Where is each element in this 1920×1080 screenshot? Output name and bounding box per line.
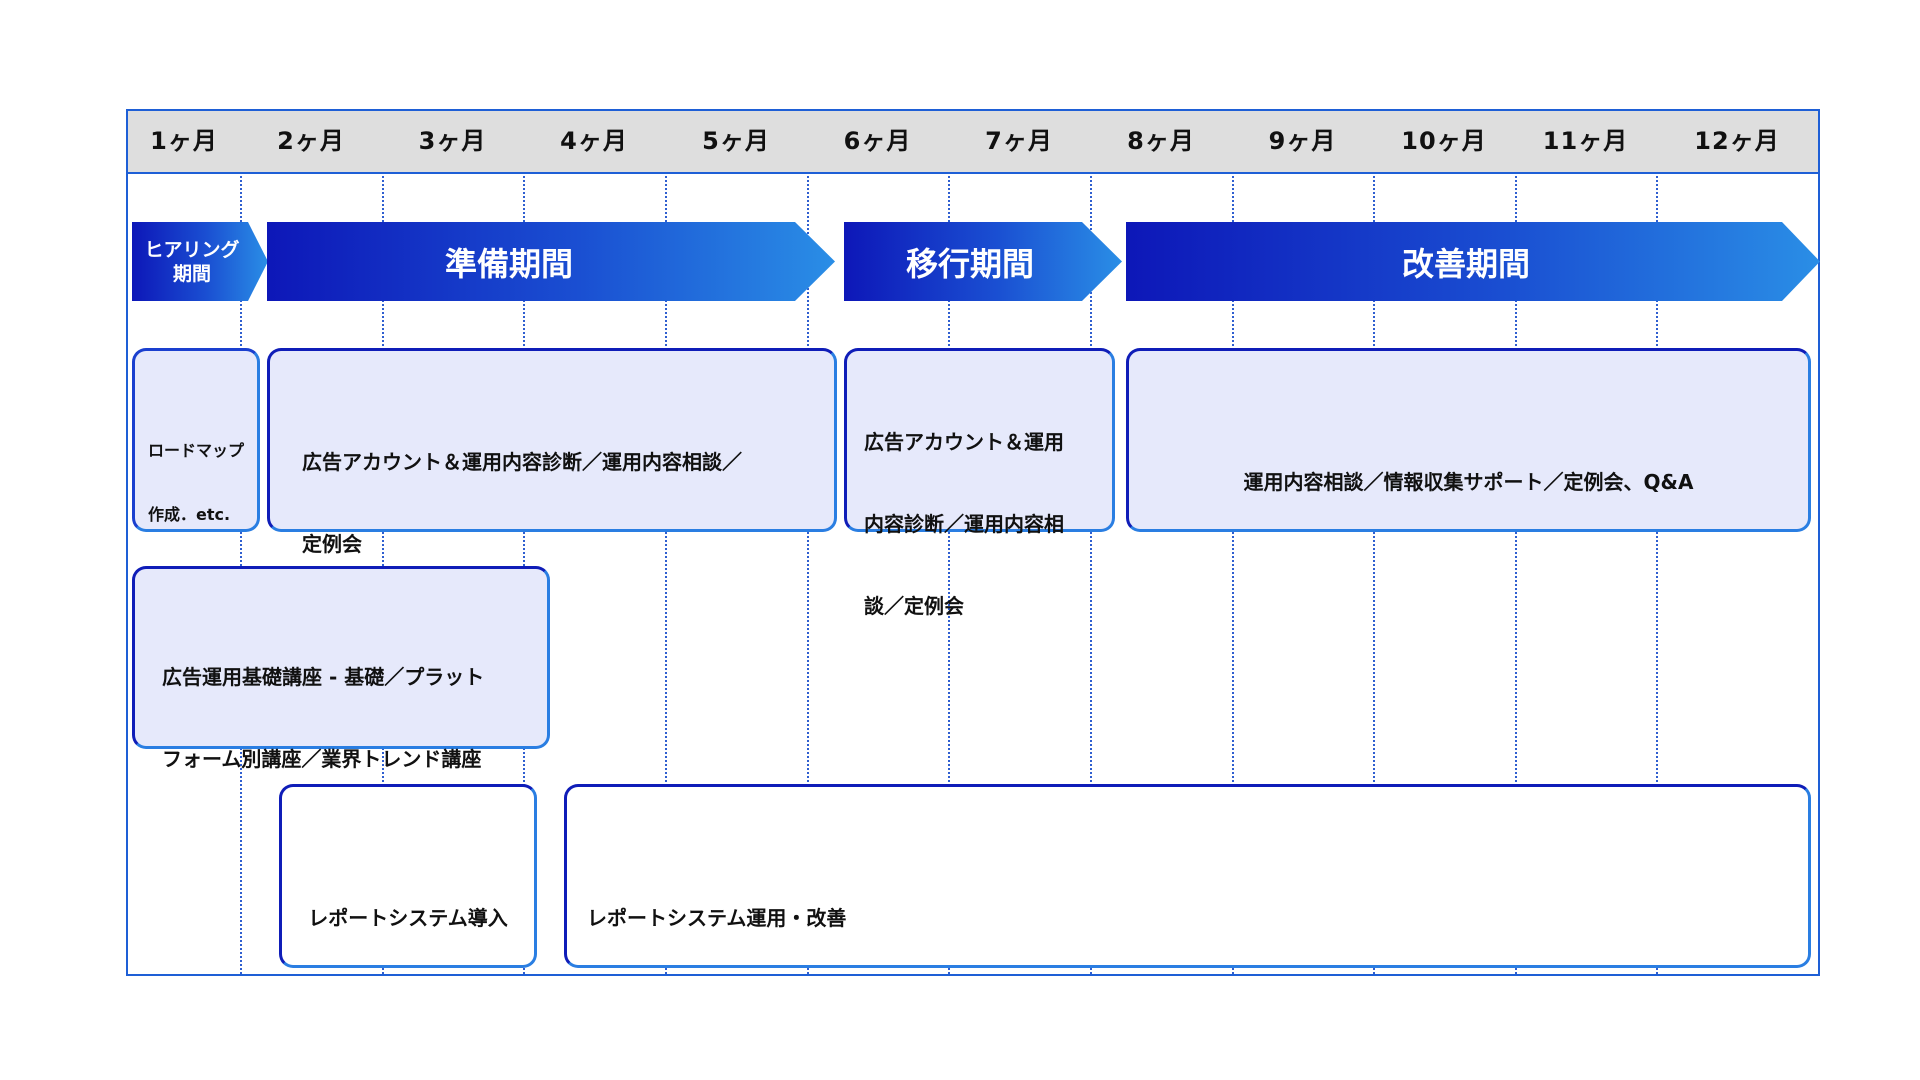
month-divider: [1656, 111, 1658, 974]
task-improvement: 運用内容相談／情報収集サポート／定例会、Q&A: [1126, 348, 1811, 532]
month-divider: [665, 111, 667, 974]
task-label: 広告アカウント＆運用内容診断／運用内容相談／: [302, 450, 742, 474]
month-header: 5ヶ月: [702, 127, 770, 155]
task-ad-course: 広告運用基礎講座 - 基礎／プラット フォーム別講座／業界トレンド講座: [132, 566, 550, 771]
roadmap-frame: 1ヶ月 2ヶ月 3ヶ月 4ヶ月 5ヶ月 6ヶ月 7ヶ月 8ヶ月 9ヶ月 10ヶ月…: [126, 109, 1820, 976]
month-divider: [523, 111, 525, 974]
task-label: 談／定例会: [864, 594, 964, 618]
month-header: 7ヶ月: [985, 127, 1053, 155]
month-header: 6ヶ月: [843, 127, 912, 155]
task-label: フォーム別講座／業界トレンド講座: [162, 747, 482, 771]
phase-arrow-improvement: 改善期間: [1126, 222, 1820, 301]
task-label: レポートシステム導入: [308, 906, 508, 930]
task-report-operation: レポートシステム運用・改善: [564, 784, 1811, 968]
month-header-row: 1ヶ月 2ヶ月 3ヶ月 4ヶ月 5ヶ月 6ヶ月 7ヶ月 8ヶ月 9ヶ月 10ヶ月…: [128, 111, 1818, 174]
month-divider: [807, 111, 809, 974]
month-header: 8ヶ月: [1127, 127, 1195, 155]
phase-label: 期間: [172, 262, 211, 285]
month-header: 11ヶ月: [1542, 127, 1629, 155]
month-header: 10ヶ月: [1401, 127, 1487, 155]
month-header: 3ヶ月: [418, 127, 487, 155]
month-divider: [240, 111, 242, 974]
month-header: 2ヶ月: [277, 127, 345, 155]
phase-label: 移行期間: [905, 244, 1034, 283]
task-label: 定例会: [302, 532, 362, 556]
task-label: レポートシステム運用・改善: [587, 906, 847, 930]
month-header: 9ヶ月: [1268, 127, 1337, 155]
task-migration: 広告アカウント＆運用 内容診断／運用内容相 談／定例会: [844, 348, 1115, 618]
task-label: 作成．etc.: [148, 505, 231, 524]
task-label: 内容診断／運用内容相: [864, 512, 1064, 536]
month-divider: [1515, 111, 1517, 974]
task-report-intro: レポートシステム導入: [279, 784, 537, 968]
month-header: 4ヶ月: [560, 127, 628, 155]
phase-arrow-preparation: 準備期間: [267, 222, 835, 301]
month-divider: [382, 111, 384, 974]
task-label: 広告アカウント＆運用: [864, 430, 1064, 454]
task-roadmap: ロードマップ 作成．etc.: [132, 348, 260, 532]
task-label: 広告運用基礎講座 - 基礎／プラット: [162, 665, 485, 689]
phase-label: ヒアリング: [144, 238, 240, 261]
phase-label: 準備期間: [444, 244, 573, 283]
month-divider: [1373, 111, 1375, 974]
month-divider: [1232, 111, 1234, 974]
task-label: 運用内容相談／情報収集サポート／定例会、Q&A: [1243, 470, 1694, 494]
task-label: ロードマップ: [148, 441, 245, 460]
month-header: 1ヶ月: [150, 127, 218, 155]
phase-arrow-hearing: ヒアリング 期間: [132, 222, 268, 301]
month-header: 12ヶ月: [1694, 127, 1780, 155]
month-divider: [1090, 111, 1092, 974]
phase-label: 改善期間: [1401, 244, 1530, 283]
month-divider: [948, 111, 950, 974]
task-prep-diagnosis: 広告アカウント＆運用内容診断／運用内容相談／ 定例会: [267, 348, 837, 556]
phase-arrow-migration: 移行期間: [844, 222, 1122, 301]
